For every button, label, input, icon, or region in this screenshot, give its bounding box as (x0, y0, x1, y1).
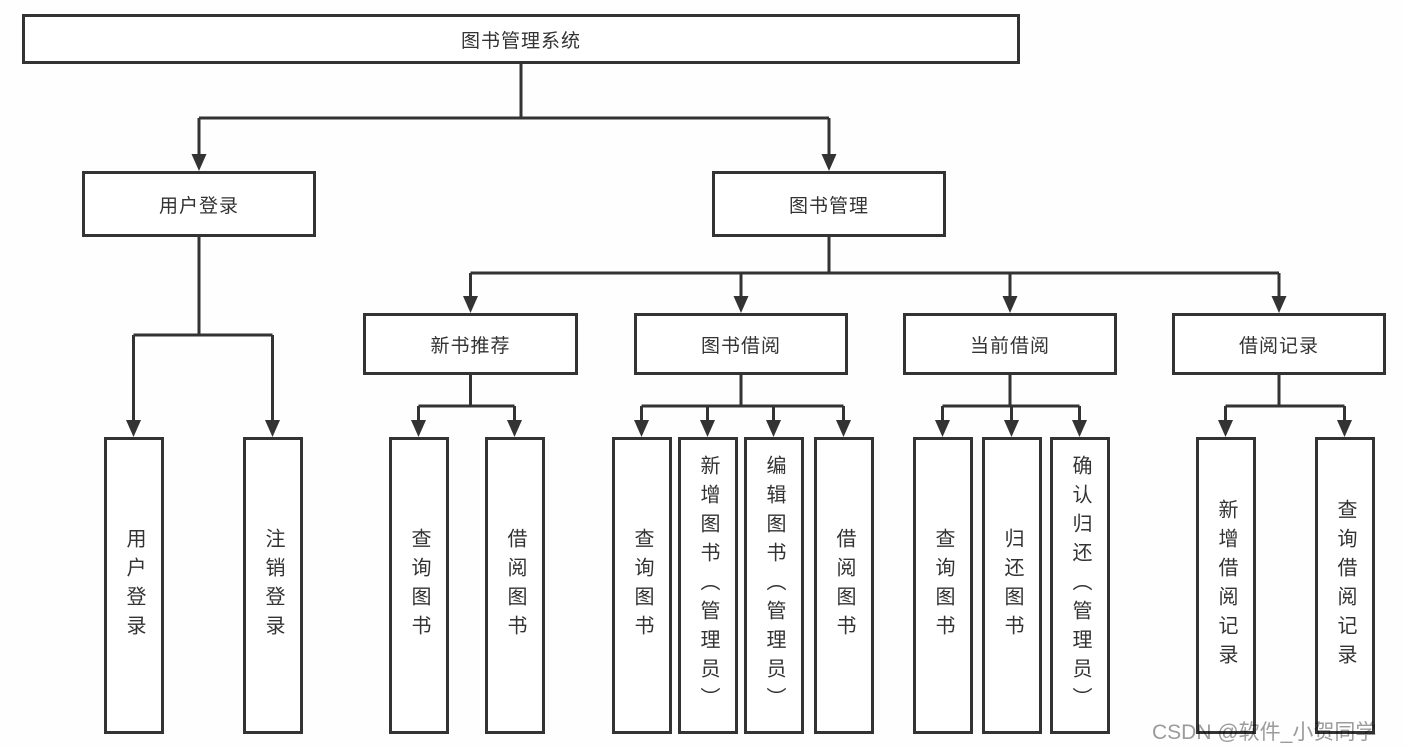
node-library-management-system: 图书管理系统 (22, 14, 1020, 64)
edge-borrow-record (1224, 375, 1346, 423)
arrowhead (766, 420, 781, 437)
leaf-confirm-return-admin: 确认归还（管理员） (1050, 437, 1110, 734)
node-label: 借阅图书 (833, 527, 855, 644)
arrowhead (1218, 420, 1233, 437)
leaf-return-book: 归还图书 (982, 437, 1042, 734)
edge-user-login-to-leaves (132, 237, 274, 423)
arrowhead (836, 420, 851, 437)
leaf-add-borrow-record: 新增借阅记录 (1196, 437, 1256, 734)
arrowhead (411, 420, 426, 437)
leaf-add-book-admin: 新增图书（管理员） (678, 437, 738, 734)
node-label: 查询图书 (408, 527, 430, 644)
leaf-query-books: 查询图书 (913, 437, 973, 734)
node-new-book-recommend: 新书推荐 (363, 313, 578, 375)
node-label: 图书借阅 (700, 335, 781, 357)
edge-book-management-to-level3 (469, 237, 1281, 299)
arrowhead (265, 420, 280, 437)
node-label: 图书管理 (788, 195, 869, 217)
node-label: 归还图书 (1001, 527, 1023, 644)
node-borrow-record: 借阅记录 (1172, 313, 1386, 375)
leaf-user-login: 用户登录 (104, 437, 164, 734)
node-label: 用户登录 (123, 527, 145, 644)
edge-book-borrow (640, 375, 845, 423)
node-label: 图书管理系统 (460, 30, 581, 52)
node-label: 当前借阅 (969, 335, 1050, 357)
node-label: 注销登录 (262, 527, 284, 644)
node-label: 借阅图书 (504, 527, 526, 644)
arrowhead (191, 154, 207, 171)
arrowhead (1002, 296, 1018, 313)
edge-new-book-recommend (417, 375, 516, 423)
node-book-management-branch: 图书管理 (712, 171, 946, 237)
node-current-borrow: 当前借阅 (903, 313, 1117, 375)
arrowhead (463, 296, 478, 313)
arrowhead (935, 420, 950, 437)
node-label: 新书推荐 (430, 335, 511, 357)
node-label: 查询图书 (932, 527, 954, 644)
node-label: 编辑图书（管理员） (763, 455, 785, 716)
arrowhead (700, 420, 715, 437)
leaf-query-books: 查询图书 (389, 437, 449, 734)
arrowhead (126, 420, 141, 437)
leaf-query-books: 查询图书 (612, 437, 672, 734)
leaf-edit-book-admin: 编辑图书（管理员） (744, 437, 804, 734)
node-label: 新增借阅记录 (1215, 498, 1237, 673)
arrowhead (1004, 420, 1019, 437)
arrowhead (507, 420, 522, 437)
node-label: 确认归还（管理员） (1069, 455, 1091, 716)
node-label: 用户登录 (158, 195, 239, 217)
node-user-login-branch: 用户登录 (82, 171, 316, 237)
arrowheads (126, 154, 1352, 437)
arrowhead (1072, 420, 1087, 437)
leaf-query-borrow-record: 查询借阅记录 (1315, 437, 1375, 734)
leaf-logout: 注销登录 (243, 437, 303, 734)
watermark: CSDN @软件_小贺同学 (1152, 721, 1377, 744)
edge-current-borrow (941, 375, 1081, 423)
arrowhead (1271, 296, 1287, 313)
arrowhead (634, 420, 649, 437)
node-book-borrow: 图书借阅 (634, 313, 848, 375)
node-label: 借阅记录 (1238, 335, 1319, 357)
leaf-borrow-books: 借阅图书 (814, 437, 874, 734)
node-label: 查询借阅记录 (1334, 498, 1356, 673)
arrowhead (821, 154, 837, 171)
arrowhead (1337, 420, 1352, 437)
edge-root-to-level2 (197, 64, 831, 157)
arrowhead (733, 296, 749, 313)
node-label: 查询图书 (631, 527, 653, 644)
node-label: 新增图书（管理员） (697, 455, 719, 716)
leaf-borrow-books: 借阅图书 (485, 437, 545, 734)
